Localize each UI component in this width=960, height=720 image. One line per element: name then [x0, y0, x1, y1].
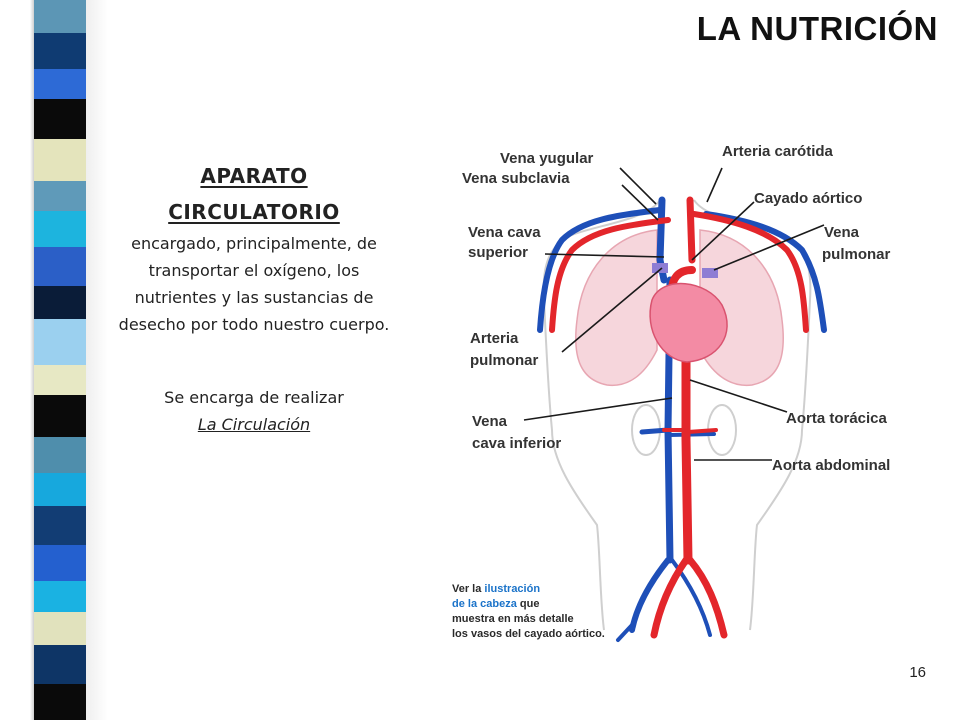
- pulmonary-vessel-right: [702, 268, 718, 278]
- note-line2-b: que: [517, 598, 540, 610]
- stripe-block: [34, 545, 86, 582]
- label-vena-pulmonar-2: pulmonar: [822, 246, 890, 263]
- decorative-stripe-band: [0, 0, 110, 720]
- description-text: encargado, principalmente, de transporta…: [118, 234, 390, 334]
- stripe-block: [34, 581, 86, 612]
- note-line2-a: de la cabeza: [452, 598, 518, 610]
- section-heading: APARATO CIRCULATORIO: [112, 158, 396, 230]
- label-vena-cava-inferior-2: cava inferior: [472, 435, 561, 452]
- label-vena-subclavia: Vena subclavia: [462, 170, 570, 187]
- label-vena-pulmonar-1: Vena: [824, 224, 860, 241]
- stripe-block: [34, 436, 86, 473]
- pulmonary-vessel-left: [652, 263, 668, 273]
- arteries: [549, 196, 809, 639]
- stripe-block: [34, 394, 86, 437]
- label-arteria-pulmonar-2: pulmonar: [470, 352, 538, 369]
- left-lung: [575, 229, 658, 386]
- stripe-block: [34, 364, 86, 395]
- heart: [649, 282, 728, 363]
- stripe-block: [34, 210, 86, 248]
- circulation-link[interactable]: La Circulación: [197, 415, 311, 434]
- circulatory-diagram-svg: Vena yugular Vena subclavia Vena cava su…: [452, 143, 890, 642]
- stripe-block: [34, 180, 86, 211]
- stripe-block: [34, 0, 86, 34]
- diagram-note: Ver la ilustración de la cabeza que mues…: [452, 583, 605, 640]
- circulatory-diagram: Vena yugular Vena subclavia Vena cava su…: [432, 130, 932, 650]
- note-line1-b: ilustración: [484, 583, 540, 595]
- stripe-block: [34, 247, 86, 287]
- label-vena-yugular: Vena yugular: [500, 150, 594, 167]
- svg-text:de la cabeza que: de la cabeza que: [452, 598, 539, 610]
- slide-title: LA NUTRICIÓN: [696, 10, 938, 47]
- svg-text:Ver la ilustración: Ver la ilustración: [452, 583, 540, 595]
- heading-line-1: APARATO: [200, 164, 308, 188]
- task-text: Se encarga de realizar La Circulación: [112, 384, 396, 438]
- note-line3: muestra en más detalle: [452, 613, 574, 625]
- note-line4: los vasos del cayado aórtico.: [452, 628, 605, 640]
- label-arteria-carotida: Arteria carótida: [722, 143, 834, 160]
- heading-line-2: CIRCULATORIO: [168, 200, 340, 224]
- stripe-column: [34, 0, 86, 720]
- task-prefix: Se encarga de realizar: [164, 388, 344, 407]
- label-vena-cava-inferior-1: Vena: [472, 413, 508, 430]
- label-aorta-toracica: Aorta torácica: [786, 410, 888, 427]
- label-arteria-pulmonar-1: Arteria: [470, 330, 519, 347]
- label-pointers: [523, 167, 825, 461]
- stripe-block: [34, 683, 86, 720]
- stripe-block: [34, 319, 86, 365]
- right-lung: [699, 229, 784, 386]
- stripe-block: [34, 472, 86, 507]
- stripe-block: [34, 138, 86, 181]
- label-cayado-aortico: Cayado aórtico: [754, 190, 862, 207]
- stripe-block: [34, 286, 86, 320]
- stripe-block: [34, 611, 86, 645]
- page-number: 16: [909, 664, 926, 681]
- stripe-block: [34, 33, 86, 70]
- stripe-block: [34, 99, 86, 139]
- label-aorta-abdominal: Aorta abdominal: [772, 457, 890, 474]
- text-block: APARATO CIRCULATORIO encargado, principa…: [112, 158, 396, 438]
- label-vena-cava-superior-1: Vena cava: [468, 224, 541, 241]
- stripe-block: [34, 506, 86, 546]
- note-line1-a: Ver la: [452, 583, 484, 595]
- stripe-block: [34, 69, 86, 100]
- label-vena-cava-superior-2: superior: [468, 244, 528, 261]
- stripe-block: [34, 644, 86, 684]
